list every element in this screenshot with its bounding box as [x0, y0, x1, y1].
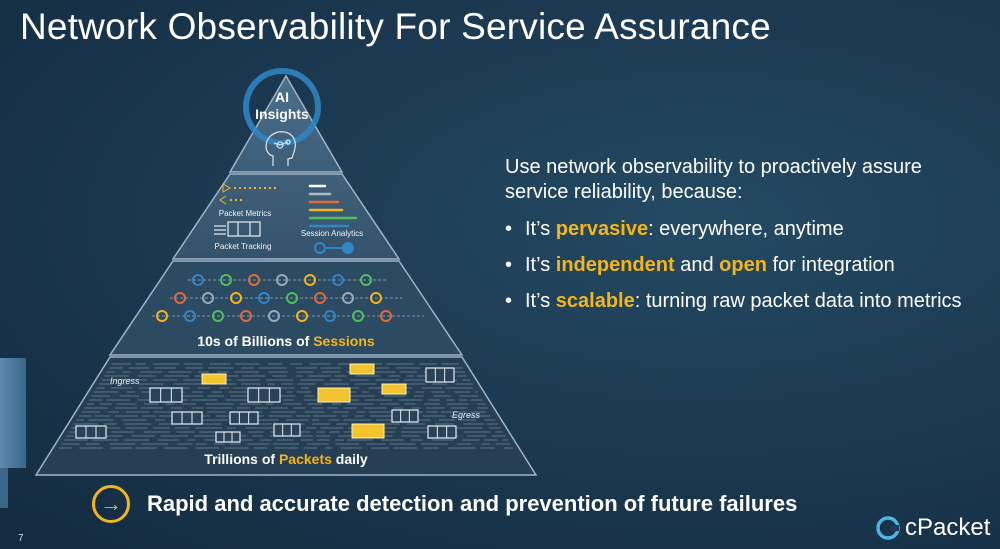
egress-label: Egress — [452, 410, 481, 420]
packet-highlight-box — [351, 423, 385, 439]
packet-box — [215, 431, 241, 443]
benefit-item-pervasive: It’s pervasive: everywhere, anytime — [505, 217, 975, 242]
session-node — [174, 292, 186, 304]
session-node — [156, 310, 168, 322]
benefit-item-scalable: It’s scalable: turning raw packet data i… — [505, 289, 975, 314]
session-link-icon — [314, 242, 354, 254]
benefit-prefix: It’s — [525, 290, 556, 312]
packet-metrics-label: Packet Metrics — [219, 209, 271, 218]
brain-head-icon — [265, 131, 296, 166]
packet-box — [427, 425, 457, 439]
session-node — [220, 274, 232, 286]
packet-highlight-box — [381, 383, 407, 395]
benefits-panel: Use network observability to proactively… — [505, 155, 975, 325]
session-analytics-bars-icon — [308, 184, 358, 228]
packet-highlight-box — [201, 373, 227, 385]
session-node — [342, 292, 354, 304]
insights-label: Insights — [255, 106, 309, 122]
session-node — [304, 274, 316, 286]
benefits-intro: Use network observability to proactively… — [505, 156, 922, 203]
observability-pyramid: AI Insights Packet Metrics Packet Tracki… — [34, 68, 538, 476]
benefit-highlight: scalable — [555, 290, 635, 312]
session-graph — [152, 274, 424, 322]
key-message: → Rapid and accurate detection and preve… — [92, 485, 797, 523]
benefit-text: : turning raw packet data into metrics — [634, 290, 962, 312]
sessions-highlight: Sessions — [313, 333, 375, 349]
session-node — [184, 310, 196, 322]
benefit-prefix: It’s — [525, 254, 556, 276]
packet-highlight-box — [349, 363, 375, 375]
benefit-text-2: for integration — [766, 254, 895, 276]
key-message-text: Rapid and accurate detection and prevent… — [147, 491, 798, 516]
benefit-item-independent: It’s independent and open for integratio… — [505, 253, 975, 278]
packets-caption-suffix: daily — [332, 451, 368, 467]
packet-box — [229, 411, 259, 425]
packets-caption: Trillions of Packets daily — [204, 451, 368, 467]
packet-box — [247, 387, 281, 403]
ai-label: AI — [275, 89, 289, 105]
packet-box — [171, 411, 203, 425]
session-node — [212, 310, 224, 322]
logo-text: cPacket — [905, 514, 991, 541]
cpacket-logo: cPacket — [875, 514, 990, 542]
packet-box — [75, 425, 107, 439]
session-node — [192, 274, 204, 286]
session-node — [268, 310, 280, 322]
session-node — [324, 310, 336, 322]
benefits-list: It’s pervasive: everywhere, anytime It’s… — [505, 217, 975, 314]
pyramid-tier-metrics — [171, 173, 401, 260]
arrow-right-circle-icon: → — [92, 485, 130, 523]
sessions-caption-prefix: 10s of Billions of — [197, 333, 313, 349]
sessions-caption: 10s of Billions of Sessions — [197, 333, 375, 349]
session-node — [240, 310, 252, 322]
benefit-highlight: pervasive — [555, 218, 649, 240]
packet-box — [273, 423, 301, 437]
benefit-text: : everywhere, anytime — [648, 218, 844, 240]
packet-highlight-box — [317, 387, 351, 403]
session-analytics-label: Session Analytics — [301, 229, 363, 238]
packet-tracking-icon — [214, 221, 261, 237]
ingress-label: Ingress — [110, 376, 140, 386]
session-node — [286, 292, 298, 304]
session-node — [380, 310, 392, 322]
session-node — [276, 274, 288, 286]
packet-tracking-label: Packet Tracking — [215, 242, 272, 251]
benefit-text: and — [674, 254, 720, 276]
session-node — [352, 310, 364, 322]
session-node — [202, 292, 214, 304]
session-node — [360, 274, 372, 286]
packet-box — [391, 409, 419, 423]
session-node — [230, 292, 242, 304]
session-node — [314, 292, 326, 304]
session-node — [258, 292, 270, 304]
packet-box — [425, 367, 455, 383]
session-node — [370, 292, 382, 304]
packet-boxes — [75, 363, 457, 443]
benefit-prefix: It’s — [525, 218, 556, 240]
session-node — [296, 310, 308, 322]
page-number: 7 — [18, 533, 24, 544]
packets-caption-prefix: Trillions of — [204, 451, 279, 467]
packet-metrics-icon — [219, 183, 276, 205]
session-node — [248, 274, 260, 286]
left-accent-bar-lower — [0, 468, 8, 508]
packets-highlight: Packets — [279, 451, 332, 467]
left-accent-bar — [0, 358, 26, 468]
packet-box — [149, 387, 183, 403]
slide-title: Network Observability For Service Assura… — [20, 6, 771, 47]
session-node — [332, 274, 344, 286]
benefit-highlight-2: open — [719, 254, 767, 276]
benefit-highlight: independent — [555, 254, 675, 276]
cpacket-logo-icon — [876, 516, 900, 540]
